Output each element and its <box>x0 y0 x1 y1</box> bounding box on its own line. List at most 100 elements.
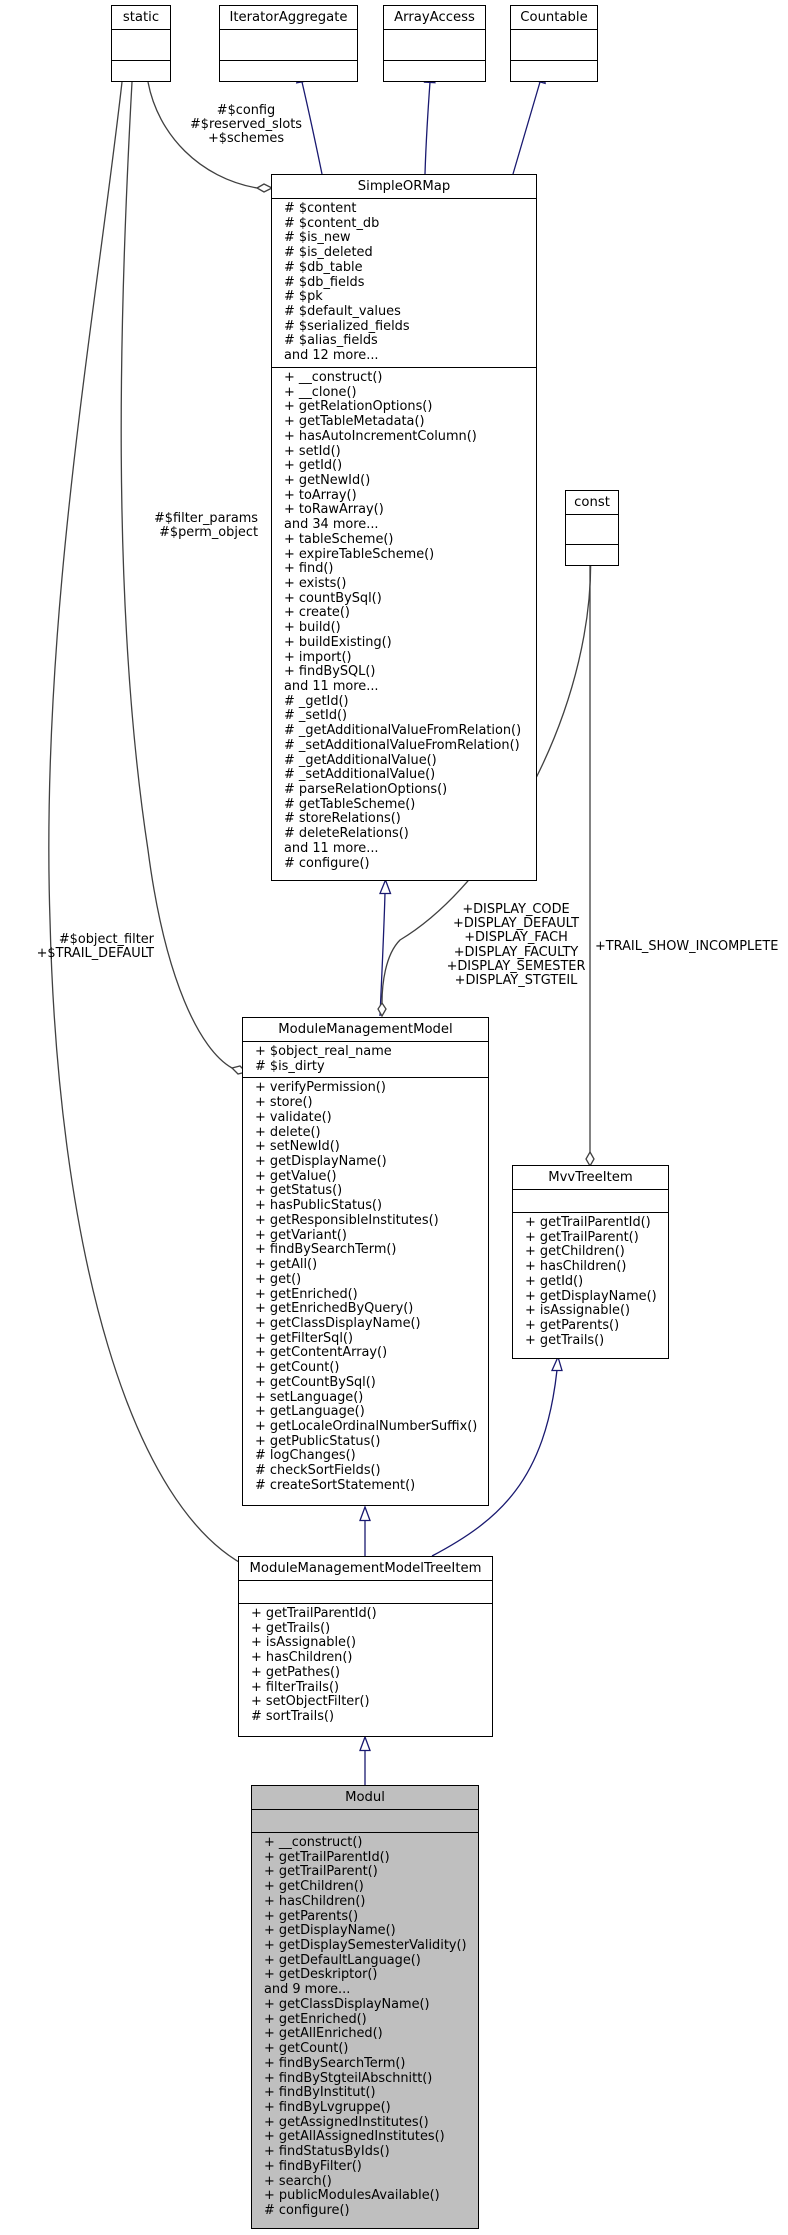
member-line: + getTrailParent() <box>264 1864 378 1880</box>
member-line: + getPathes() <box>251 1664 341 1680</box>
member-line: # $db_table <box>284 259 363 275</box>
member-line: + filterTrails() <box>251 1679 339 1695</box>
class-iteratoraggregate[interactable]: IteratorAggregate <box>219 5 358 82</box>
member-line: + getAssignedInstitutes() <box>264 2114 429 2130</box>
member-line: + import() <box>284 649 352 665</box>
member-line: + toRawArray() <box>284 502 384 518</box>
class-modulemanagementmodel[interactable]: ModuleManagementModel + $object_real_nam… <box>242 1017 489 1506</box>
member-line: + __construct() <box>284 369 383 385</box>
member-line: + findBySearchTerm() <box>255 1242 397 1258</box>
member-line: + findByStgteilAbschnitt() <box>264 2070 433 2086</box>
member-line: + getId() <box>525 1273 584 1289</box>
edge-label-line: #$object_filter <box>58 932 154 947</box>
member-line: + getEnriched() <box>264 2011 367 2027</box>
member-line: + tableScheme() <box>284 531 394 547</box>
class-modulemanagementmodeltreeitem[interactable]: ModuleManagementModelTreeItem + getTrail… <box>238 1556 493 1737</box>
class-name: Countable <box>511 6 597 30</box>
edge-treeitem-mvvtreeitem <box>431 1369 558 1557</box>
edge-label-line: +DISPLAY_SEMESTER <box>446 958 586 974</box>
member-line: + getPublicStatus() <box>255 1433 381 1449</box>
member-line: # $is_new <box>284 230 351 246</box>
methods-section <box>566 545 618 567</box>
member-line: + hasChildren() <box>525 1259 627 1275</box>
class-name: ModuleManagementModelTreeItem <box>239 1557 492 1581</box>
attributes-section <box>112 30 170 61</box>
member-line: + getLanguage() <box>255 1404 365 1420</box>
member-line: + getNewId() <box>284 472 371 488</box>
class-simpleormap[interactable]: SimpleORMap # $content# $content_db# $is… <box>271 174 537 881</box>
member-line: # _setAdditionalValueFromRelation() <box>284 737 520 753</box>
class-name: static <box>112 6 170 30</box>
edge-label-line: +$schemes <box>207 131 285 147</box>
attributes-section <box>513 1190 668 1213</box>
member-line: + findBySQL() <box>284 664 376 680</box>
methods-section <box>384 61 485 83</box>
member-line: + getChildren() <box>264 1879 364 1895</box>
member-line: + getTrails() <box>251 1620 331 1636</box>
member-line: + toArray() <box>284 487 357 503</box>
member-line: + build() <box>284 620 341 636</box>
member-line: + getTableMetadata() <box>284 414 425 430</box>
class-const[interactable]: const <box>565 490 619 566</box>
edge-label-static-treeitem: #$object_filter+$TRAIL_DEFAULT <box>20 932 154 961</box>
class-modul[interactable]: Modul + __construct()+ getTrailParentId(… <box>251 1785 479 2229</box>
class-name: ModuleManagementModel <box>243 1018 488 1042</box>
attributes-section <box>239 1581 492 1604</box>
edge-label-line: #$filter_params <box>154 511 258 526</box>
edge-label-line: #$config <box>216 103 276 118</box>
member-line: + buildExisting() <box>284 634 392 650</box>
member-line: # $alias_fields <box>284 333 378 349</box>
edge-static-simpleormap <box>147 81 258 189</box>
member-line: # $pk <box>284 289 323 305</box>
class-mvvtreeitem[interactable]: MvvTreeItem + getTrailParentId()+ getTra… <box>512 1165 669 1359</box>
edge-simpleormap-countable <box>512 81 541 175</box>
member-line: + getTrailParentId() <box>525 1215 651 1230</box>
member-line: # logChanges() <box>255 1448 356 1464</box>
member-line: + getCountBySql() <box>255 1374 376 1390</box>
member-line: + getParents() <box>525 1318 620 1334</box>
member-line: + hasAutoIncrementColumn() <box>284 428 477 444</box>
attributes-section <box>220 30 357 61</box>
member-line: # _getAdditionalValueFromRelation() <box>284 723 522 739</box>
member-line: + countBySql() <box>284 590 382 606</box>
member-line: # configure() <box>284 855 370 871</box>
member-line: and 11 more... <box>284 840 379 856</box>
member-line: + getDeskriptor() <box>264 1967 378 1983</box>
methods-section: + __construct()+ getTrailParentId()+ get… <box>252 1833 478 2222</box>
class-name: const <box>566 491 618 515</box>
member-line: + getTrails() <box>525 1332 605 1348</box>
class-static[interactable]: static <box>111 5 171 82</box>
edge-label-line: #$reserved_slots <box>189 117 303 133</box>
member-line: + findByFilter() <box>264 2158 362 2174</box>
member-line: + __clone() <box>284 384 357 400</box>
member-line: and 11 more... <box>284 679 379 694</box>
member-line: # createSortStatement() <box>255 1477 416 1493</box>
member-line: + getParents() <box>264 1908 359 1924</box>
member-line: + findByLvgruppe() <box>264 2099 391 2115</box>
member-line: + findBySearchTerm() <box>264 2055 406 2071</box>
member-line: + getCount() <box>255 1360 340 1376</box>
member-line: + getVariant() <box>255 1227 347 1243</box>
member-line: + getDisplayName() <box>525 1288 657 1304</box>
class-arrayaccess[interactable]: ArrayAccess <box>383 5 486 82</box>
attributes-section: + $object_real_name# $is_dirty <box>243 1042 488 1079</box>
member-line: # $content <box>284 201 357 216</box>
member-line: + setLanguage() <box>255 1389 364 1405</box>
attributes-section <box>252 1810 478 1833</box>
class-countable[interactable]: Countable <box>510 5 598 82</box>
edge-label-static-simpleormap: #$config#$reserved_slots+$schemes <box>186 103 306 147</box>
class-name: ArrayAccess <box>384 6 485 30</box>
arrowhead-simpleormap <box>379 878 392 895</box>
edge-label-line: #$perm_object <box>159 525 258 541</box>
edge-label-line: +DISPLAY_DEFAULT <box>453 916 579 932</box>
member-line: + getDisplayName() <box>255 1154 387 1170</box>
member-line: + setId() <box>284 443 341 459</box>
member-line: # storeRelations() <box>284 811 401 827</box>
edge-label-line: +TRAIL_SHOW_INCOMPLETE <box>595 939 779 954</box>
methods-section <box>112 61 170 83</box>
attributes-section: # $content# $content_db# $is_new# $is_de… <box>272 199 536 368</box>
member-line: + findByInstitut() <box>264 2085 376 2101</box>
member-line: + findStatusByIds() <box>264 2144 390 2160</box>
edge-modulemanagementmodel-simpleormap <box>379 892 386 1017</box>
